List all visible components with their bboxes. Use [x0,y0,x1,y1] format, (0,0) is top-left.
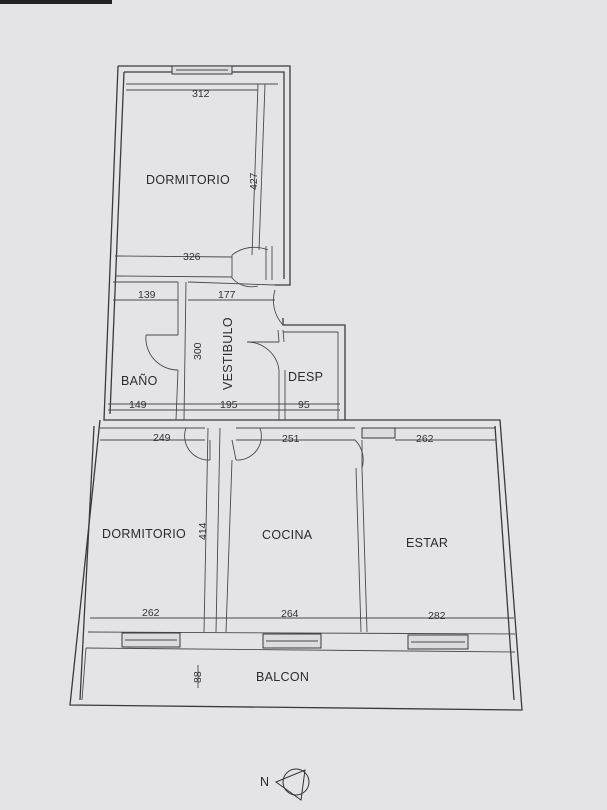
dim-312: 312 [192,88,210,100]
room-desp: DESP [288,370,323,384]
dim-195: 195 [220,399,238,411]
room-bano: BAÑO [121,374,158,388]
window-estar-top [361,427,396,439]
dim-326: 326 [183,251,201,263]
dim-249: 249 [153,432,171,444]
dim-300: 300 [192,342,204,360]
dim-95: 95 [298,399,310,411]
room-vestibulo: VESTIBULO [221,317,235,390]
room-estar: ESTAR [406,536,448,550]
room-dormitorio-top: DORMITORIO [146,173,230,187]
north-arrow-pointer [274,769,306,801]
north-arrow-circle [282,768,310,796]
top-bedroom-walls [114,83,278,280]
dim-262-top: 262 [416,433,434,445]
dim-251: 251 [282,433,300,445]
dim-149: 149 [129,399,147,411]
dim-177: 177 [218,289,236,301]
dim-264: 264 [281,608,299,620]
north-label: N [260,775,269,789]
dim-139: 139 [138,289,156,301]
dim-282: 282 [428,610,446,622]
header-bar [0,0,112,4]
dim-414: 414 [197,522,209,540]
door-swings [145,246,364,469]
dim-88: 88 [192,671,204,683]
room-balcon: BALCON [256,670,309,684]
dim-262-dorm: 262 [142,607,160,619]
north-arrow: N [260,768,310,801]
dim-427: 427 [248,172,260,190]
middle-walls [108,281,340,421]
room-dormitorio-bottom: DORMITORIO [102,527,186,541]
room-cocina: COCINA [262,528,313,542]
lower-walls [81,427,516,701]
